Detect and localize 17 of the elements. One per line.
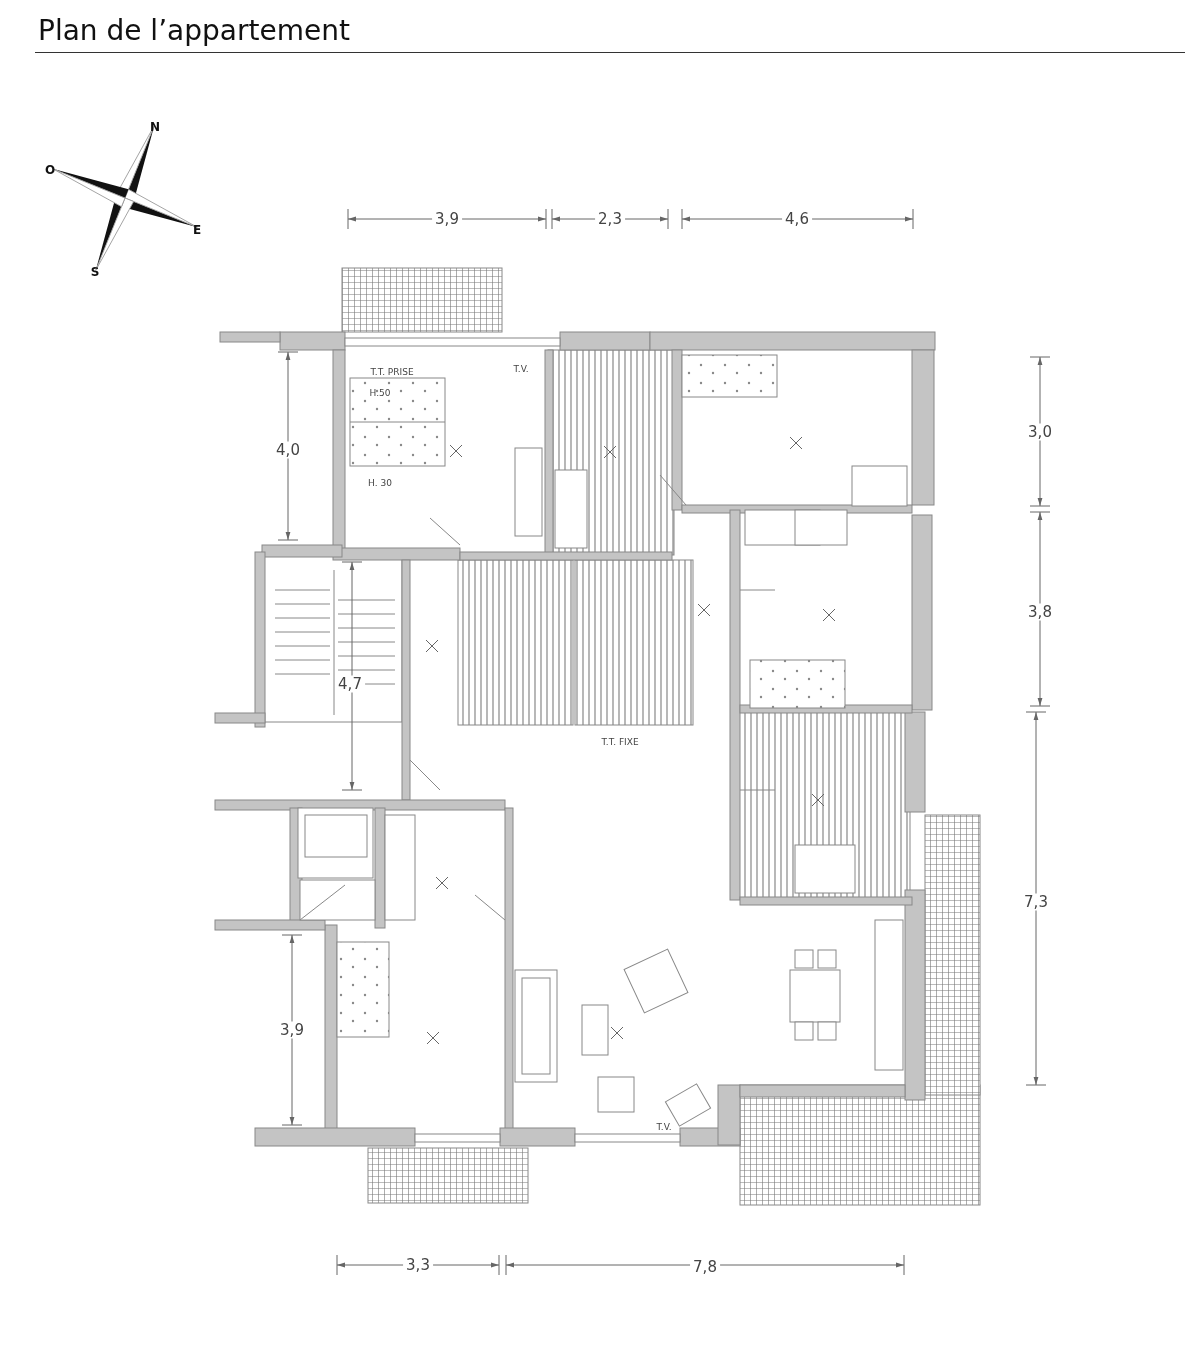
compass-letter: N [150,121,160,133]
dimension-label: 3,3 [403,1256,433,1274]
dimension-label: 4,6 [782,210,812,228]
compass-letter: E [192,224,202,236]
plan-annotation: T.V. [656,1122,672,1132]
plan-annotation: T.T. FIXE [601,737,639,747]
plan-annotation: T.V. [513,364,529,374]
title: Plan de l’appartement [38,14,350,47]
compass-letter: S [90,266,100,278]
dimension-label: 7,8 [690,1258,720,1276]
plan-annotation: T.T. PRISE [370,367,414,377]
plan-annotation: H. 30 [368,478,392,488]
dimension-label: 4,7 [335,675,365,693]
plan-annotation: H.50 [369,388,391,398]
compass-letter: O [44,164,56,176]
dimension-label: 2,3 [595,210,625,228]
dimension-label: 3,9 [432,210,462,228]
